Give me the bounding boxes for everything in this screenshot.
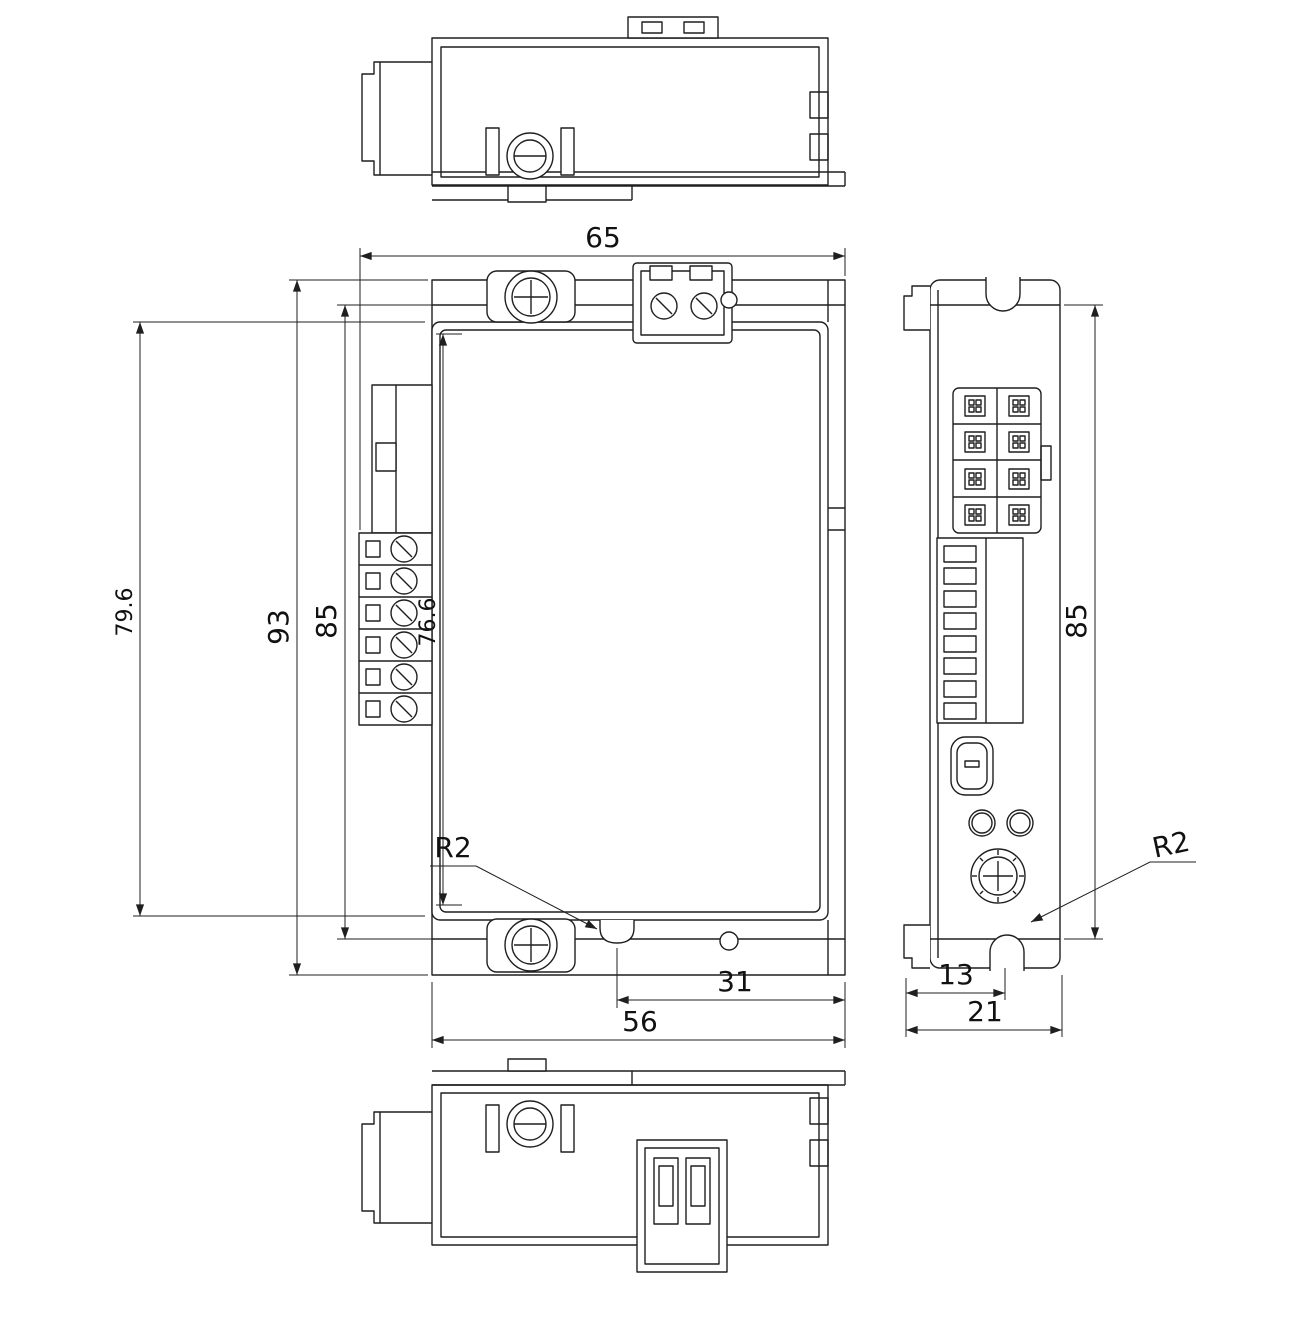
dim-side-depth: 21 <box>906 975 1063 1037</box>
dim-label-56: 56 <box>622 1005 658 1038</box>
rotary-switch <box>970 848 1026 904</box>
dim-front-corner-radius: R2 <box>430 831 598 930</box>
dim-label-85-side: 85 <box>1060 603 1093 639</box>
bottom-view <box>361 1058 846 1273</box>
dim-label-r2-side: R2 <box>1149 825 1192 865</box>
usb-port <box>950 736 994 796</box>
flange-hole <box>719 931 739 951</box>
dim-label-93: 93 <box>262 609 295 645</box>
din-clip-top <box>361 61 432 176</box>
dim-label-65: 65 <box>585 221 621 254</box>
screw-post-top <box>485 127 575 180</box>
din-clip-side-bottom <box>903 924 930 969</box>
power-terminal-top <box>632 262 738 344</box>
dim-side-flange-height: 85 <box>1060 304 1103 940</box>
dim-label-85-front: 85 <box>310 603 343 639</box>
dim-front-overall-height: 93 <box>262 279 428 976</box>
dim-label-76-6: 76.6 <box>416 598 441 647</box>
screw-post-bottom <box>485 1100 575 1153</box>
mount-screw-bottom <box>486 918 576 973</box>
top-view <box>361 16 846 203</box>
dim-side-notch-offset: 13 <box>905 958 1006 1037</box>
dim-label-31: 31 <box>717 965 753 998</box>
dim-front-left-height: 79.6 <box>113 321 425 917</box>
mounting-notch-side-bottom <box>989 934 1025 971</box>
dim-front-flange-height: 85 <box>310 304 487 940</box>
dim-label-21: 21 <box>967 995 1003 1028</box>
body-face <box>431 321 829 921</box>
io-terminal-block <box>358 532 433 726</box>
rail-strip-top <box>432 171 846 203</box>
mounting-notch-side-top <box>985 277 1021 312</box>
motor-power-connector <box>952 387 1052 534</box>
side-connector-housing <box>371 384 433 534</box>
din-clip-side-top <box>903 285 930 331</box>
dim-label-r2-front: R2 <box>434 831 471 864</box>
side-view <box>903 277 1061 971</box>
bottom-connector <box>636 1139 728 1273</box>
din-clip-bottom <box>361 1111 432 1224</box>
dim-label-79-6: 79.6 <box>113 588 138 637</box>
dimension-annotations: 65 93 85 79.6 76.6 <box>113 221 1196 1048</box>
dim-front-bottom-width: 56 <box>431 982 846 1048</box>
dim-front-overall-width: 65 <box>359 221 846 530</box>
dim-side-corner-radius: R2 <box>1030 825 1196 923</box>
mount-screw-top <box>486 270 576 324</box>
mounting-notch-front <box>599 920 635 944</box>
dip-switch-block <box>936 537 1024 724</box>
led-indicators <box>968 809 1034 837</box>
top-tab <box>627 16 719 39</box>
dim-front-inner-height: 76.6 <box>416 333 462 906</box>
dim-label-13: 13 <box>938 958 974 991</box>
dim-front-notch-offset: 31 <box>616 948 845 1008</box>
front-view <box>358 262 846 976</box>
rail-strip-bottom <box>432 1058 846 1086</box>
